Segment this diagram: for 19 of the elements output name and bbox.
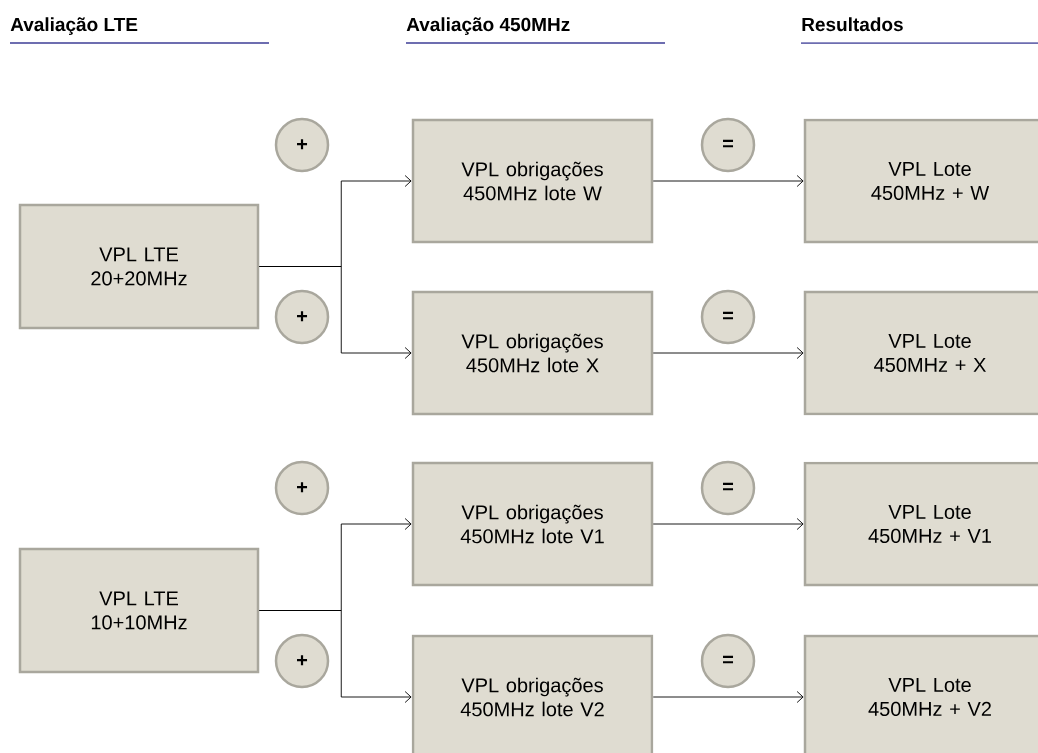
arrow xyxy=(652,518,804,530)
arrow xyxy=(652,347,804,359)
process-box: VPL obrigações 450MHz lote X xyxy=(411,290,654,416)
arrow xyxy=(258,266,412,359)
section-heading: Avaliação 450MHz xyxy=(405,17,666,44)
process-box: VPL obrigações 450MHz lote V1 xyxy=(411,461,654,587)
process-box: VPL Lote 450MHz + W xyxy=(803,118,1038,244)
process-box: VPL Lote 450MHz + X xyxy=(803,290,1038,416)
arrow xyxy=(652,175,804,187)
process-box: VPL obrigações 450MHz lote V2 xyxy=(411,634,654,753)
section-heading: Avaliação LTE xyxy=(9,17,270,44)
process-box: VPL obrigações 450MHz lote W xyxy=(411,118,654,244)
section-heading: Resultados xyxy=(800,17,1038,44)
arrow xyxy=(652,691,804,703)
arrow xyxy=(258,610,412,703)
process-box: VPL Lote 450MHz + V1 xyxy=(803,461,1038,587)
process-box: VPL LTE 10+10MHz xyxy=(18,547,260,674)
process-box: VPL Lote 450MHz + V2 xyxy=(803,634,1038,753)
process-box: VPL LTE 20+20MHz xyxy=(18,203,260,330)
